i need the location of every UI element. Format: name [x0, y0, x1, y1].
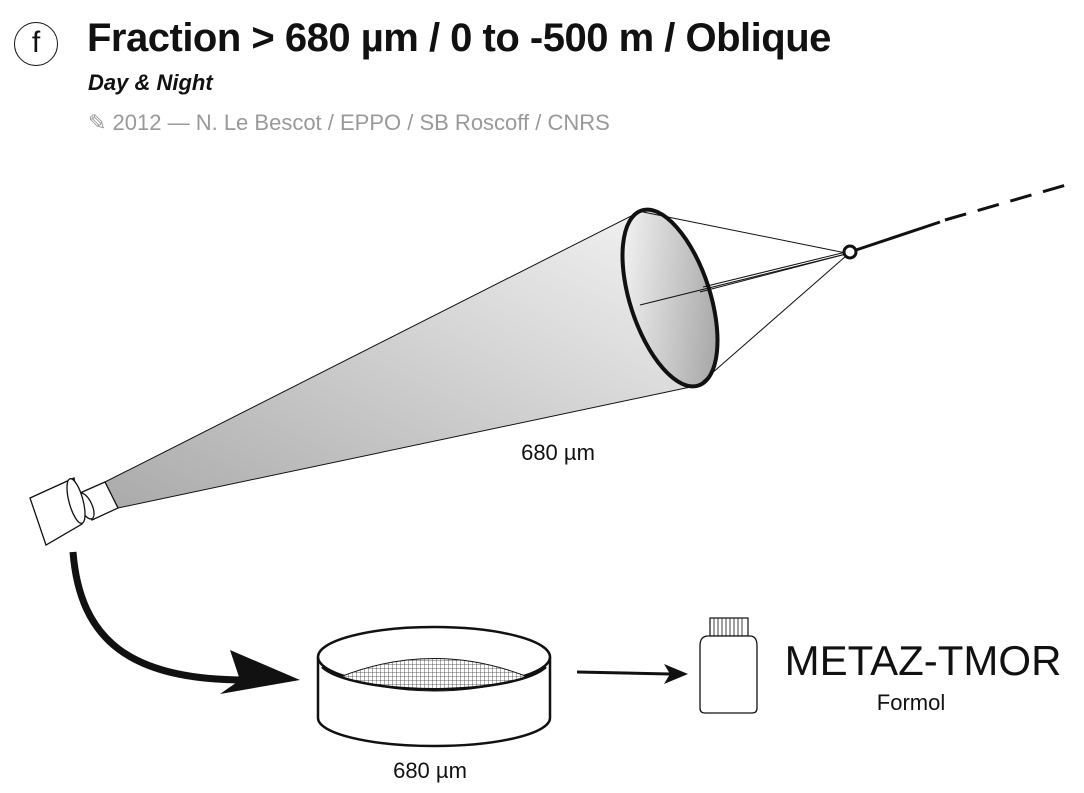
sample-bottle-icon	[699, 617, 758, 714]
plankton-net	[104, 183, 1067, 509]
net-cone	[105, 210, 700, 508]
sieve	[316, 625, 552, 748]
curved-arrow-icon	[69, 551, 300, 694]
sample-code: METAZ-TMOR	[785, 637, 1062, 684]
subtitle: Day & Night	[88, 70, 213, 95]
fixative-label: Formol	[877, 690, 945, 715]
towing-ring	[842, 244, 858, 260]
net-mesh-label: 680 µm	[521, 440, 595, 465]
bridle-lines	[639, 211, 847, 382]
cod-end-collector	[29, 477, 119, 546]
arrow-right-icon	[576, 664, 688, 684]
tow-cable	[855, 220, 941, 252]
tow-cable-dashed	[944, 183, 1067, 222]
panel-badge: f	[14, 22, 58, 66]
credit-line: ✎ 2012 — N. Le Bescot / EPPO / SB Roscof…	[88, 110, 610, 135]
page-title: Fraction > 680 µm / 0 to -500 m / Obliqu…	[87, 16, 831, 60]
sieve-mesh-label: 680 µm	[393, 758, 467, 783]
